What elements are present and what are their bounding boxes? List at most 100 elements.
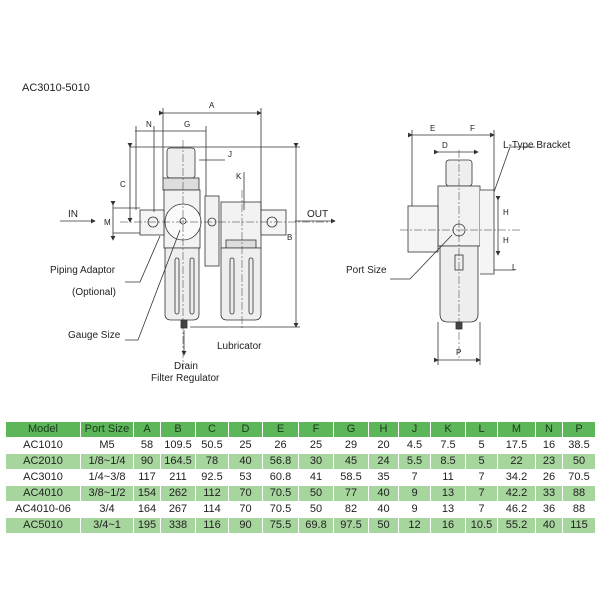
- table-cell: 40: [368, 501, 399, 518]
- table-cell: 195: [133, 517, 161, 534]
- table-cell: 25: [298, 437, 334, 454]
- table-cell: 40: [368, 485, 399, 502]
- column-header: Model: [5, 421, 81, 438]
- table-cell: 82: [333, 501, 369, 518]
- column-header: G: [333, 421, 369, 438]
- table-cell: 114: [195, 501, 229, 518]
- column-header: C: [195, 421, 229, 438]
- table-cell: 13: [430, 501, 466, 518]
- table-cell: 75.5: [262, 517, 299, 534]
- table-cell: 38.5: [562, 437, 596, 454]
- table-cell: 56.8: [262, 453, 299, 470]
- table-cell: M5: [80, 437, 134, 454]
- column-header: K: [430, 421, 466, 438]
- table-cell: 41: [298, 469, 334, 486]
- table-cell: 17.5: [497, 437, 536, 454]
- column-header: F: [298, 421, 334, 438]
- table-cell: 112: [195, 485, 229, 502]
- dim-a: A: [209, 101, 215, 110]
- table-cell: AC2010: [5, 453, 81, 470]
- label-drain: Drain: [174, 361, 198, 372]
- table-cell: AC3010: [5, 469, 81, 486]
- table-cell: AC4010-06: [5, 501, 81, 518]
- table-cell: 97.5: [333, 517, 369, 534]
- label-out: OUT: [307, 209, 329, 220]
- column-header: A: [133, 421, 161, 438]
- table-cell: 70: [228, 485, 263, 502]
- dim-p: P: [456, 348, 462, 357]
- column-header: B: [160, 421, 196, 438]
- table-cell: 58.5: [333, 469, 369, 486]
- table-cell: 50: [298, 485, 334, 502]
- table-cell: 338: [160, 517, 196, 534]
- table-cell: 1/8~1/4: [80, 453, 134, 470]
- front-view: [60, 108, 336, 370]
- table-cell: 20: [368, 437, 399, 454]
- table-cell: 11: [430, 469, 466, 486]
- table-cell: 7: [398, 469, 431, 486]
- table-cell: 26: [262, 437, 299, 454]
- table-cell: 33: [535, 485, 563, 502]
- table-cell: 12: [398, 517, 431, 534]
- table-cell: 5: [465, 453, 498, 470]
- table-cell: 3/4~1: [80, 517, 134, 534]
- table-cell: 55.2: [497, 517, 536, 534]
- column-header: Port Size: [80, 421, 134, 438]
- table-cell: 1/4~3/8: [80, 469, 134, 486]
- table-cell: 9: [398, 485, 431, 502]
- table-cell: 9: [398, 501, 431, 518]
- label-port-size: Port Size: [346, 265, 387, 276]
- label-filter-regulator: Filter Regulator: [151, 373, 220, 384]
- table-cell: 7: [465, 469, 498, 486]
- column-header: L: [465, 421, 498, 438]
- table-cell: 7: [465, 501, 498, 518]
- label-gauge-size: Gauge Size: [68, 330, 121, 341]
- table-cell: 10.5: [465, 517, 498, 534]
- table-cell: 116: [195, 517, 229, 534]
- table-cell: 8.5: [430, 453, 466, 470]
- dim-b: B: [287, 233, 293, 242]
- table-cell: 3/4: [80, 501, 134, 518]
- table-cell: 58: [133, 437, 161, 454]
- table-cell: 16: [430, 517, 466, 534]
- table-cell: 92.5: [195, 469, 229, 486]
- table-cell: 53: [228, 469, 263, 486]
- table-cell: 164: [133, 501, 161, 518]
- table-cell: 164.5: [160, 453, 196, 470]
- technical-drawing: [60, 108, 535, 370]
- table-cell: 24: [368, 453, 399, 470]
- table-cell: 7: [465, 485, 498, 502]
- label-in: IN: [68, 209, 78, 220]
- dim-d: D: [442, 141, 448, 150]
- label-piping-adaptor: Piping Adaptor: [50, 265, 116, 276]
- table-cell: 90: [228, 517, 263, 534]
- table-cell: 115: [562, 517, 596, 534]
- table-cell: 7.5: [430, 437, 466, 454]
- table-cell: 13: [430, 485, 466, 502]
- table-cell: 40: [228, 453, 263, 470]
- table-cell: 78: [195, 453, 229, 470]
- table-cell: 36: [535, 501, 563, 518]
- drawing-title: AC3010-5010: [22, 82, 90, 94]
- table-cell: 109.5: [160, 437, 196, 454]
- column-header: M: [497, 421, 536, 438]
- table-cell: 5: [465, 437, 498, 454]
- table-cell: 16: [535, 437, 563, 454]
- table-cell: 50: [298, 501, 334, 518]
- side-view: [390, 130, 535, 365]
- dim-e: E: [430, 124, 436, 133]
- dim-g: G: [184, 120, 191, 129]
- dim-c: C: [120, 180, 126, 189]
- table-cell: 70.5: [262, 485, 299, 502]
- table-cell: 50.5: [195, 437, 229, 454]
- table-cell: 40: [535, 517, 563, 534]
- table-cell: AC4010: [5, 485, 81, 502]
- table-cell: 70.5: [562, 469, 596, 486]
